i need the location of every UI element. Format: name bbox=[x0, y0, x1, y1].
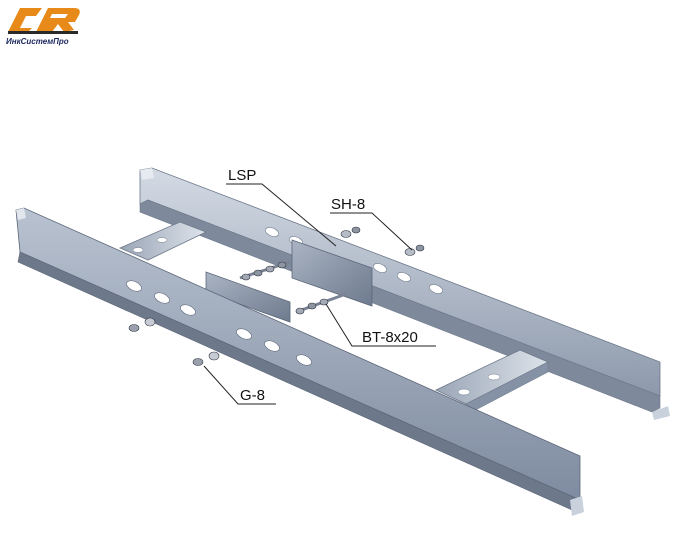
callout-leaders bbox=[203, 183, 436, 405]
sh8-leader bbox=[330, 212, 413, 251]
callout-g8: G-8 bbox=[240, 387, 265, 404]
front-side-rail bbox=[15, 207, 584, 516]
back-rail-slot-holes bbox=[265, 227, 443, 294]
sh8-nut-washer bbox=[340, 226, 425, 256]
rung-1 bbox=[118, 221, 208, 261]
g8-nut-washer bbox=[128, 317, 220, 366]
lsp-leader bbox=[226, 183, 337, 247]
splice-plate-front bbox=[205, 271, 291, 323]
rung-2 bbox=[435, 349, 549, 415]
front-rail-slot-holes bbox=[126, 280, 312, 366]
lsp-splice-plate-back bbox=[291, 239, 373, 307]
bt-leader bbox=[325, 303, 436, 347]
logo-mark-icon bbox=[8, 8, 80, 34]
callout-sh8: SH-8 bbox=[331, 196, 365, 213]
company-logo: ИнкСистемПро bbox=[2, 2, 88, 50]
bolts-back-splice bbox=[239, 260, 347, 315]
g8-leader bbox=[203, 365, 276, 405]
callout-bt: BT-8x20 bbox=[362, 329, 418, 346]
logo-company-name: ИнкСистемПро bbox=[6, 37, 69, 46]
callout-lsp: LSP bbox=[228, 167, 256, 184]
